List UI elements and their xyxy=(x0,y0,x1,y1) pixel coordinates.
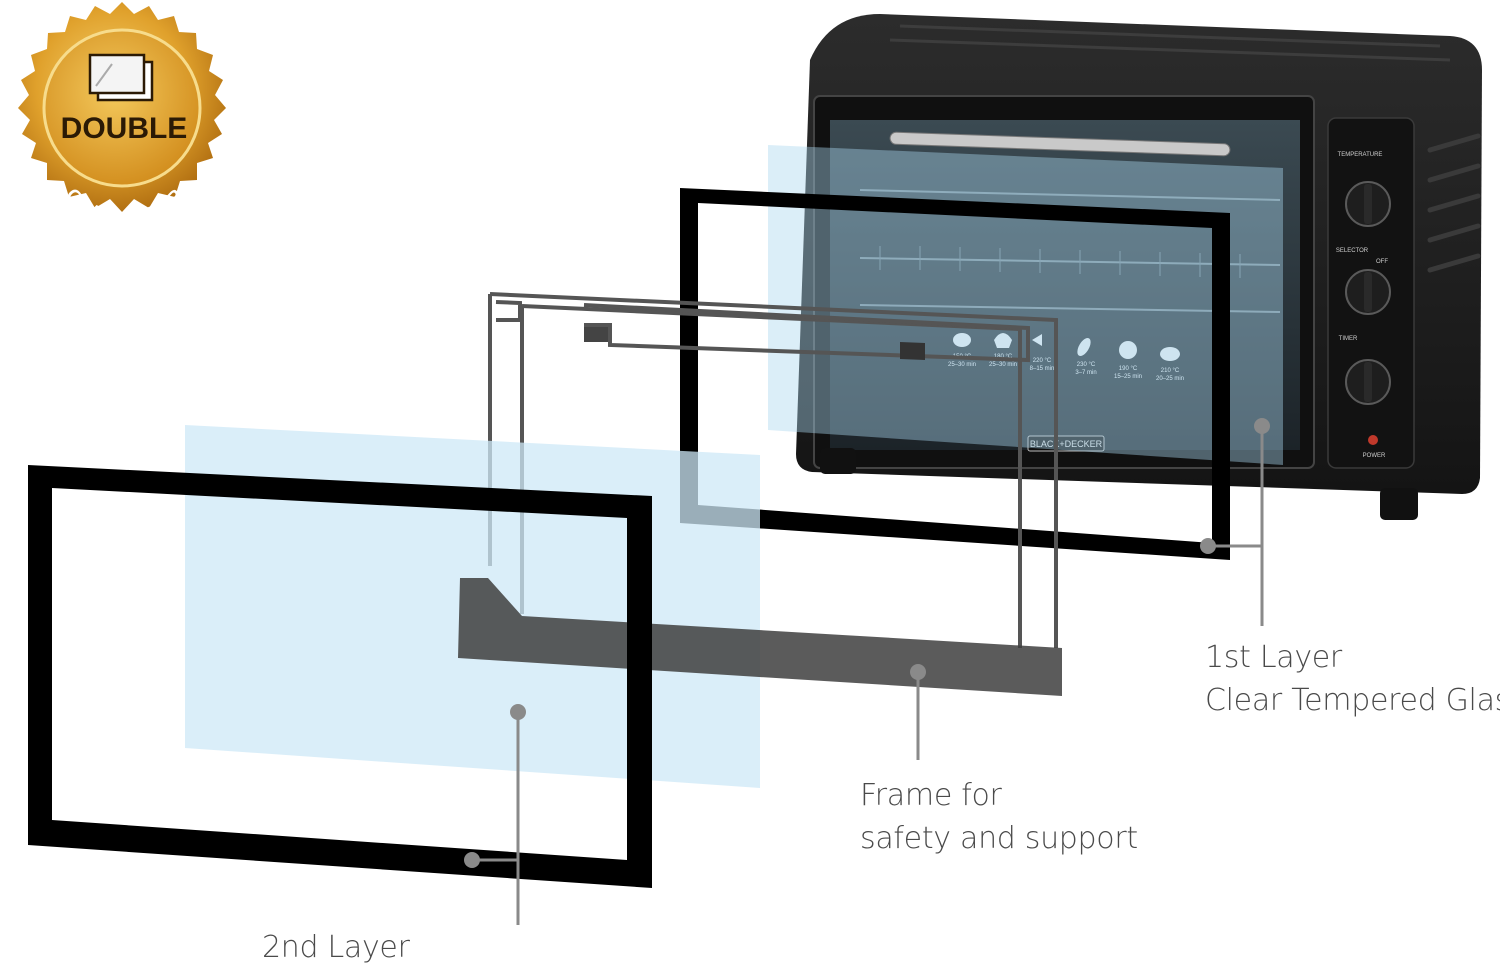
fish-icon xyxy=(1032,334,1042,346)
first-glass-layer xyxy=(768,145,1283,465)
off-label: OFF xyxy=(1376,259,1388,265)
callout-layer2: 2nd Layer xyxy=(262,926,410,969)
burger-icon xyxy=(953,333,971,347)
selector-label: SELECTOR xyxy=(1336,248,1369,254)
chicken-icon xyxy=(1160,347,1180,361)
pizza-icon xyxy=(1119,341,1137,359)
preset-bread: 230 °C 3–7 min xyxy=(1075,337,1097,376)
callout-layer2-title: 2nd Layer xyxy=(262,930,410,965)
temperature-knob[interactable] xyxy=(1345,181,1391,227)
preset-temp: 210 °C xyxy=(1161,368,1180,374)
muffin-icon xyxy=(994,333,1012,348)
callout-layer1-desc: Clear Tempered Glass xyxy=(1205,683,1500,718)
power-indicator-light xyxy=(1368,435,1378,445)
timer-label: TIMER xyxy=(1339,336,1358,342)
power-label: POWER xyxy=(1363,453,1386,459)
double-glass-door-badge: DOUBLE GLASS DOOR xyxy=(18,2,226,230)
temperature-label: TEMPERATURE xyxy=(1338,152,1383,158)
preset-time: 8–15 min xyxy=(1030,366,1055,372)
oven-foot xyxy=(820,448,856,474)
callout-layer1-title: 1st Layer xyxy=(1205,640,1342,675)
callout-frame-desc: safety and support xyxy=(860,821,1138,856)
preset-fish: 220 °C 8–15 min xyxy=(1030,334,1055,372)
support-bar xyxy=(458,578,1062,696)
glass-panes-icon xyxy=(88,53,154,102)
preset-time: 3–7 min xyxy=(1075,370,1096,376)
preset-temp: 230 °C xyxy=(1077,362,1096,368)
preset-strip: 150 °C 25–30 min 180 °C 25–30 min 220 °C… xyxy=(948,333,1184,382)
selector-knob[interactable] xyxy=(1345,269,1391,315)
second-door-frame xyxy=(28,465,652,888)
badge-title: DOUBLE xyxy=(61,112,188,145)
preset-temp: 190 °C xyxy=(1119,366,1138,372)
preset-time: 20–25 min xyxy=(1156,376,1184,382)
oven-foot xyxy=(1380,488,1418,520)
preset-time: 25–30 min xyxy=(948,362,976,368)
callout-frame-title: Frame for xyxy=(860,778,1002,813)
bread-icon xyxy=(1077,337,1091,357)
preset-time: 25–30 min xyxy=(989,362,1017,368)
callout-leader-layer1 xyxy=(1208,426,1264,626)
door-handle xyxy=(889,131,1231,157)
preset-temp: 180 °C xyxy=(994,354,1013,360)
brand-logo: BLACK+DECKER xyxy=(1030,439,1103,449)
callout-frame: Frame for safety and support xyxy=(860,774,1138,860)
timer-knob[interactable] xyxy=(1345,359,1391,405)
preset-chicken: 210 °C 20–25 min xyxy=(1156,347,1184,382)
preset-temp: 220 °C xyxy=(1033,358,1052,364)
exploded-door-illustration: DOUBLE GLASS DOOR xyxy=(18,2,1482,925)
preset-pizza: 190 °C 15–25 min xyxy=(1114,341,1142,380)
preset-time: 15–25 min xyxy=(1114,374,1142,380)
callout-layer1: 1st Layer Clear Tempered Glass xyxy=(1205,636,1500,722)
preset-muffin: 180 °C 25–30 min xyxy=(989,333,1017,368)
